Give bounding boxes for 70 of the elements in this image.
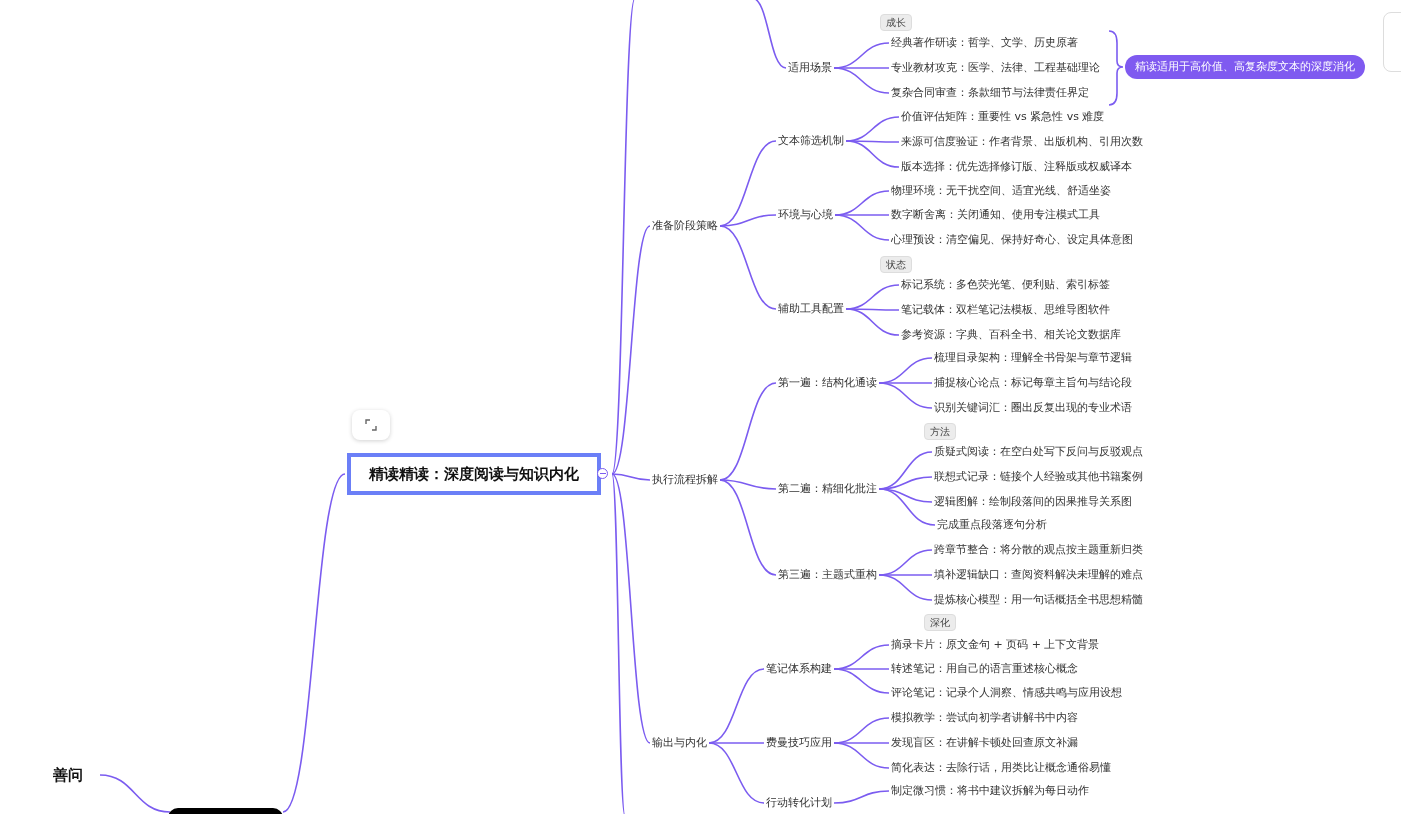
tag-label: 深化 <box>924 614 956 631</box>
branch-line <box>708 742 765 804</box>
tag-label: 状态 <box>880 256 912 273</box>
topic-text: 评论笔记：记录个人洞察、情感共鸣与应用设想 <box>891 685 1122 701</box>
topic-text: 跨章节整合：将分散的观点按主题重新归类 <box>934 542 1143 558</box>
topic-text: 费曼技巧应用 <box>766 735 832 751</box>
branch-line <box>719 479 777 576</box>
branch-line <box>611 473 651 744</box>
topic-text: 制定微习惯：将书中建议拆解为每日动作 <box>891 783 1089 799</box>
branch-line <box>611 473 651 481</box>
topic-text: 输出与内化 <box>652 735 707 751</box>
branch-line <box>719 225 777 310</box>
topic-text: 识别关键词汇：圈出反复出现的专业术语 <box>934 400 1132 416</box>
topic-text: 复杂合同审查：条款细节与法律责任界定 <box>891 85 1089 101</box>
topic-text: 模拟教学：尝试向初学者讲解书中内容 <box>891 710 1078 726</box>
branch-line <box>833 790 890 804</box>
topic-text: 善问 <box>53 767 83 783</box>
topic-text: 完成重点段落逐句分析 <box>937 517 1047 533</box>
topic-text: 来源可信度验证：作者背景、出版机构、引用次数 <box>901 134 1143 150</box>
topic-text: 第二遍：精细化批注 <box>778 481 877 497</box>
topic-text: 简化表达：去除行话，用类比让概念通俗易懂 <box>891 760 1111 776</box>
topic-text: 数字断舍离：关闭通知、使用专注模式工具 <box>891 207 1100 223</box>
tag-label: 成长 <box>880 14 912 31</box>
topic-text: 逻辑图解：绘制段落间的因果推导关系图 <box>934 494 1132 510</box>
topic-text: 填补逻辑缺口：查阅资料解决未理解的难点 <box>934 567 1143 583</box>
branch-line <box>878 382 933 409</box>
branch-line <box>99 774 171 813</box>
topic-text: 捕捉核心论点：标记每章主旨句与结论段 <box>934 375 1132 391</box>
summary-pill: 精读适用于高价值、高复杂度文本的深度消化 <box>1125 55 1365 79</box>
topic-text: 联想式记录：链接个人经验或其他书籍案例 <box>934 469 1143 485</box>
branch-line <box>833 742 890 769</box>
topic-text: 文本筛选机制 <box>778 133 844 149</box>
topic-text: 准备阶段策略 <box>652 218 718 234</box>
branch-line <box>833 67 890 94</box>
topic-text: 发现盲区：在讲解卡顿处回查原文补漏 <box>891 735 1078 751</box>
branch-line <box>282 473 346 813</box>
topic-text: 梳理目录架构：理解全书骨架与章节逻辑 <box>934 350 1132 366</box>
topic-text: 质疑式阅读：在空白处写下反问与反驳观点 <box>934 444 1143 460</box>
topic-text: 行动转化计划 <box>766 795 832 811</box>
topic-text: 执行流程拆解 <box>652 472 718 488</box>
tag-label: 方法 <box>924 423 956 440</box>
branch-line <box>834 214 890 241</box>
topic-text: 第一遍：结构化通读 <box>778 375 877 391</box>
topic-text: 物理环境：无干扰空间、适宜光线、舒适坐姿 <box>891 183 1111 199</box>
branch-line <box>878 574 933 601</box>
topic-text: 环境与心境 <box>778 207 833 223</box>
branch-line <box>845 140 900 168</box>
topic-text: 转述笔记：用自己的语言重述核心概念 <box>891 661 1078 677</box>
topic-text: 经典著作研读：哲学、文学、历史原著 <box>891 35 1078 51</box>
topic-text: 摘录卡片：原文金句 + 页码 + 上下文背景 <box>891 637 1100 653</box>
branch-line <box>611 0 636 475</box>
topic-text: 笔记体系构建 <box>766 661 832 677</box>
branch-line <box>708 742 765 744</box>
branch-line <box>611 225 651 475</box>
branch-line <box>611 473 626 814</box>
branch-line <box>833 668 890 694</box>
branch-line <box>845 308 900 336</box>
branch-line <box>719 214 777 227</box>
topic-text: 提炼核心模型：用一句话概括全书思想精髓 <box>934 592 1143 608</box>
topic-text: 价值评估矩阵：重要性 vs 紧急性 vs 难度 <box>901 109 1105 125</box>
topic-text: 笔记载体：双栏笔记法模板、思维导图软件 <box>901 302 1110 318</box>
topic-text: 标记系统：多色荧光笔、便利贴、索引标签 <box>901 277 1110 293</box>
topic-text: 参考资源：字典、百科全书、相关论文数据库 <box>901 327 1121 343</box>
topic-text: 适用场景 <box>788 60 832 76</box>
topic-text: 第三遍：主题式重构 <box>778 567 877 583</box>
branch-line <box>878 488 936 526</box>
topic-text: 辅助工具配置 <box>778 301 844 317</box>
topic-text: 心理预设：清空偏见、保持好奇心、设定具体意图 <box>891 232 1133 248</box>
topic-text: 专业教材攻克：医学、法律、工程基础理论 <box>891 60 1100 76</box>
topic-text: 版本选择：优先选择修订版、注释版或权威译本 <box>901 159 1132 175</box>
